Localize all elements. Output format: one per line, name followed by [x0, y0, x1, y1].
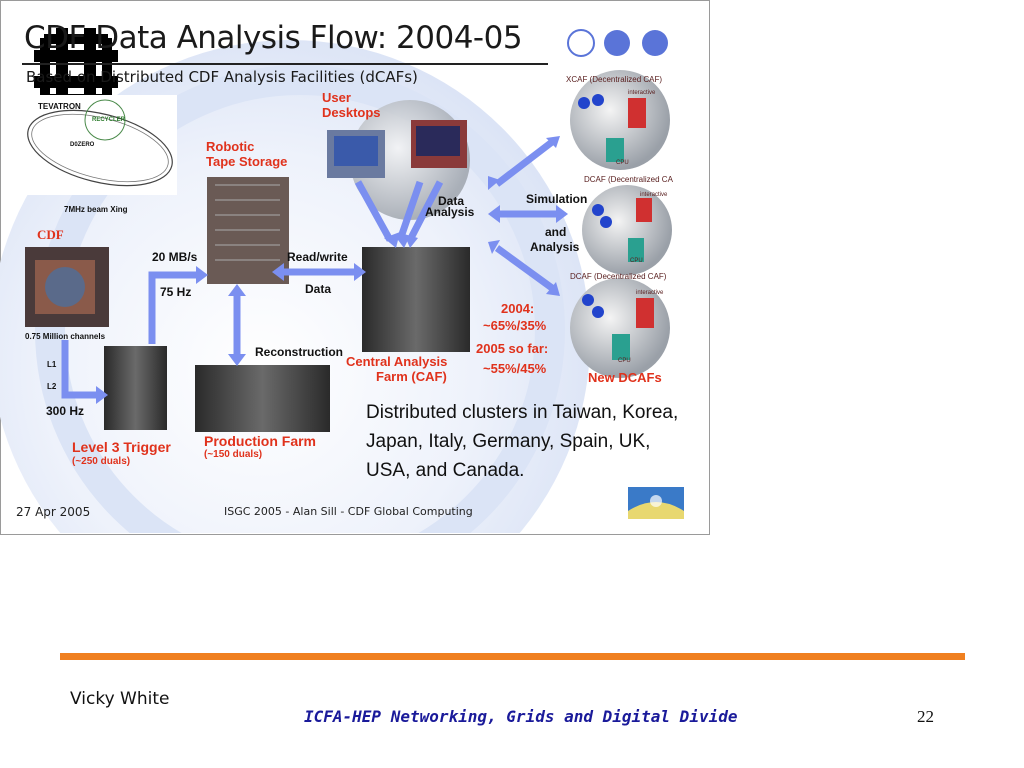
sim-analysis-label: Analysis: [530, 240, 580, 254]
tape-label-1: Robotic: [206, 139, 255, 154]
l2-label: L2: [47, 382, 57, 391]
dcaf-header-3: DCAF (Decentralized CAF): [570, 272, 667, 281]
stat-2004-year: 2004:: [501, 301, 535, 316]
beam-caption: 7MHz beam Xing: [64, 205, 128, 214]
dcaf-header-2: DCAF (Decentralized CA: [584, 175, 673, 184]
conference-title: ICFA-HEP Networking, Grids and Digital D…: [304, 707, 738, 726]
dcaf-header-1: XCAF (Decentralized CAF): [566, 75, 663, 84]
author-name: Vicky White: [70, 689, 170, 709]
dcaf-cpu-3: CPU: [618, 358, 631, 364]
tape-label-2: Tape Storage: [206, 154, 288, 169]
desktops-label-2: Desktops: [322, 105, 381, 120]
rate-75hz: 75 Hz: [160, 285, 192, 299]
dcaf-interactive-1: interactive: [628, 90, 656, 96]
embedded-slide: CDF Data Analysis Flow: 2004-05 Based on…: [0, 0, 710, 535]
new-dcafs-label: New DCAFs: [588, 370, 662, 385]
production-farm-label: Production Farm: [204, 433, 317, 449]
recycler-label: RECYCLER: [92, 117, 126, 123]
reconstruction-label: Reconstruction: [255, 345, 344, 359]
level3-trigger-label: Level 3 Trigger: [72, 439, 171, 455]
slide-subtitle: Based on Distributed CDF Analysis Facili…: [26, 68, 418, 86]
readwrite-label: Read/write: [287, 250, 348, 264]
dzero-label: D0ZERO: [70, 142, 95, 148]
sim-and-label: and: [545, 225, 567, 239]
production-duals: (~150 duals): [204, 449, 263, 460]
caf-label-1: Central Analysis: [346, 354, 448, 369]
fermilab-logo: [34, 28, 118, 110]
orange-divider: [60, 653, 965, 660]
dcaf-cpu-2: CPU: [630, 258, 643, 264]
distributed-clusters-text: Distributed clusters in Taiwan, Korea, J…: [366, 402, 679, 481]
l1-label: L1: [47, 360, 57, 369]
dcaf-interactive-3: interactive: [636, 290, 664, 296]
desktops-label-1: User: [322, 90, 351, 105]
isgc-logo: [628, 487, 684, 519]
simulation-label: Simulation: [526, 192, 588, 206]
channels-caption: 0.75 Million channels: [25, 332, 106, 341]
rate-300hz: 300 Hz: [46, 404, 85, 418]
rate-20mbs: 20 MB/s: [152, 250, 198, 264]
slide-title: CDF Data Analysis Flow: 2004-05: [24, 20, 523, 56]
slide-footer-credit: ISGC 2005 - Alan Sill - CDF Global Compu…: [224, 505, 473, 518]
caf-label-2: Farm (CAF): [376, 369, 447, 384]
slide-graphics: [0, 29, 672, 533]
readwrite-data-label: Data: [305, 282, 332, 296]
desktop-analysis-label: Analysis: [425, 205, 475, 219]
stat-2005-share: ~55%/45%: [483, 361, 547, 376]
page-number: 22: [917, 707, 934, 726]
dcaf-interactive-2: interactive: [640, 192, 668, 198]
desktop-data-label: Data: [438, 194, 465, 208]
cdf-label: CDF: [37, 227, 64, 242]
title-underline: [22, 63, 548, 65]
slide-footer-date: 27 Apr 2005: [16, 505, 91, 519]
stat-2005-year: 2005 so far:: [476, 341, 549, 356]
stat-2004-share: ~65%/35%: [483, 318, 547, 333]
trigger-duals: (~250 duals): [72, 456, 131, 467]
tevatron-label: TEVATRON: [38, 102, 81, 111]
dcaf-cpu-1: CPU: [616, 160, 629, 166]
